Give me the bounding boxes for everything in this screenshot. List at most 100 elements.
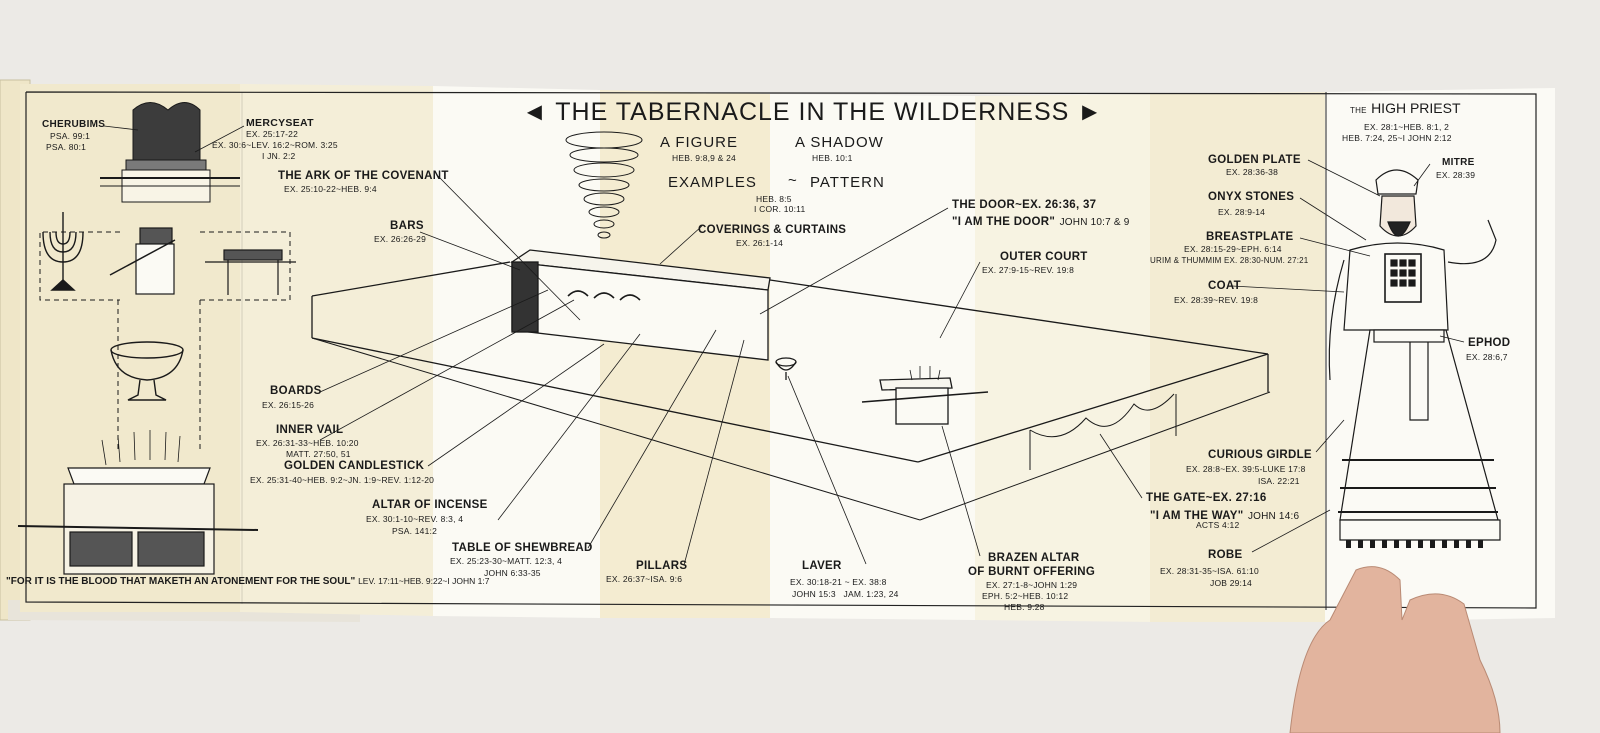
gate-curtains — [1029, 393, 1177, 470]
page-title: ◄ THE TABERNACLE IN THE WILDERNESS ► — [522, 98, 1103, 127]
label-onyx: ONYX STONES — [1208, 191, 1295, 203]
ref-breastplate-1: EX. 28:15-29~EPH. 6:14 — [1184, 244, 1282, 254]
door-quote: "I AM THE DOOR" — [952, 216, 1056, 228]
subtitle-shadow-ref: HEB. 10:1 — [812, 153, 853, 163]
ref-pillars: EX. 26:37~ISA. 9:6 — [606, 574, 683, 584]
ref-shewbread-1: EX. 25:23-30~MATT. 12:3, 4 — [450, 556, 563, 566]
label-robe: ROBE — [1208, 549, 1243, 561]
ref-cherubims-1: PSA. 99:1 — [50, 131, 91, 141]
label-bars: BARS — [390, 220, 424, 232]
gate-ref-1: JOHN 14:6 — [1247, 511, 1300, 522]
ref-golden-plate: EX. 28:36-38 — [1226, 167, 1279, 177]
incense-altar-drawing — [109, 227, 176, 295]
label-girdle: CURIOUS GIRDLE — [1208, 449, 1312, 461]
footer-quote-text: "FOR IT IS THE BLOOD THAT MAKETH AN ATON… — [6, 576, 356, 587]
court-fence — [311, 261, 1271, 521]
ref-brazen-1: EX. 27:1-8~JOHN 1:29 — [986, 580, 1078, 590]
shewbread-table-drawing — [205, 249, 296, 295]
ref-mercyseat-3: I JN. 2:2 — [262, 151, 296, 161]
label-boards: BOARDS — [270, 385, 322, 397]
leader-lines — [319, 175, 1143, 566]
label-coat: COAT — [1208, 280, 1241, 292]
panel-3 — [433, 86, 600, 618]
ark-of-covenant-drawing — [100, 102, 240, 203]
ref-candlestick: EX. 25:31-40~HEB. 9:2~JN. 1:9~REV. 1:12-… — [250, 475, 435, 485]
label-mitre: MITRE — [1442, 157, 1475, 168]
examples-pattern-connector: ~ — [788, 172, 798, 189]
label-laver: LAVER — [802, 560, 842, 572]
ref-laver-2: JOHN 15:3 JAM. 1:23, 24 — [792, 589, 899, 599]
high-priest-ref-1: EX. 28:1~HEB. 8:1, 2 — [1364, 122, 1450, 132]
ref-girdle-1: EX. 28:8~EX. 39:5-LUKE 17:8 — [1186, 464, 1306, 474]
label-shewbread: TABLE OF SHEWBREAD — [452, 542, 593, 554]
candlestick-drawing — [42, 212, 84, 291]
label-pillars: PILLARS — [636, 560, 688, 572]
subtitle-pattern: PATTERN — [810, 174, 885, 191]
high-priest-title-main: HIGH PRIEST — [1371, 100, 1461, 116]
title-arrow-right: ► — [1069, 98, 1103, 126]
tent-structure — [510, 249, 771, 361]
label-outer-court: OUTER COURT — [1000, 251, 1088, 263]
ref-coverings: EX. 26:1-14 — [736, 238, 784, 248]
ref-onyx: EX. 28:9-14 — [1218, 207, 1266, 217]
label-incense: ALTAR OF INCENSE — [372, 499, 488, 511]
panel-5 — [770, 94, 975, 620]
footer-quote: "FOR IT IS THE BLOOD THAT MAKETH AN ATON… — [6, 576, 489, 587]
label-cherubims: CHERUBIMS — [42, 119, 106, 130]
ref-brazen-3: HEB. 9:28 — [1004, 602, 1045, 612]
label-ark: THE ARK OF THE COVENANT — [278, 170, 449, 182]
brazen-altar-drawing — [17, 430, 259, 575]
ref-outer-court: EX. 27:9-15~REV. 19:8 — [982, 265, 1075, 275]
high-priest-title-small: THE — [1350, 106, 1367, 115]
label-inner-vail: INNER VAIL — [276, 424, 344, 436]
ref-mitre: EX. 28:39 — [1436, 170, 1476, 180]
ref-robe-2: JOB 29:14 — [1210, 578, 1252, 588]
gate-ref-2: ACTS 4:12 — [1196, 520, 1240, 530]
panel-2 — [240, 84, 433, 616]
high-priest-ref-2: HEB. 7:24, 25~I JOHN 2:12 — [1342, 133, 1452, 143]
label-gate: THE GATE~EX. 27:16 — [1146, 492, 1267, 504]
title-text: THE TABERNACLE IN THE WILDERNESS — [555, 98, 1070, 126]
label-brazen-altar-2: OF BURNT OFFERING — [968, 566, 1096, 578]
panel-6 — [975, 94, 1150, 622]
subtitle-pattern-ref1: HEB. 8:5 — [756, 194, 792, 204]
ref-ark: EX. 25:10-22~HEB. 9:4 — [284, 184, 377, 194]
label-mercyseat: MERCYSEAT — [246, 117, 314, 129]
panel-7 — [1150, 92, 1325, 622]
door-ref: JOHN 10:7 & 9 — [1059, 217, 1130, 228]
title-arrow-left: ◄ — [522, 98, 556, 126]
subtitle-pattern-ref2: I COR. 10:11 — [754, 204, 806, 214]
subtitle-shadow: A SHADOW — [795, 134, 884, 151]
footer-quote-ref: LEV. 17:11~HEB. 9:22~I JOHN 1:7 — [358, 576, 490, 586]
panel-4 — [600, 90, 770, 618]
ref-bars: EX. 26:26-29 — [374, 234, 427, 244]
ref-inner-vail-1: EX. 26:31-33~HEB. 10:20 — [256, 438, 359, 448]
ref-inner-vail-2: MATT. 27:50, 51 — [286, 449, 351, 459]
pillar-of-cloud — [565, 131, 643, 239]
ref-girdle-2: ISA. 22:21 — [1258, 476, 1300, 486]
label-brazen-altar-1: BRAZEN ALTAR — [988, 552, 1080, 564]
court-altar — [861, 366, 989, 425]
label-door: THE DOOR~EX. 26:36, 37 — [952, 199, 1097, 211]
ref-laver-1: EX. 30:18-21 ~ EX. 38:8 — [790, 577, 887, 587]
ref-ephod: EX. 28:6,7 — [1466, 352, 1508, 362]
ref-incense-2: PSA. 141:2 — [392, 526, 438, 536]
subtitle-figure: A FIGURE — [660, 134, 739, 151]
label-breastplate: BREASTPLATE — [1206, 231, 1294, 243]
ref-mercyseat-1: EX. 25:17-22 — [246, 129, 299, 139]
laver-drawing — [110, 341, 184, 401]
ref-incense-1: EX. 30:1-10~REV. 8:3, 4 — [366, 514, 464, 524]
subtitle-figure-ref: HEB. 9:8,9 & 24 — [672, 153, 736, 163]
left-panel-drawings — [17, 102, 296, 575]
ref-coat: EX. 28:39~REV. 19:8 — [1174, 295, 1259, 305]
ref-cherubims-2: PSA. 80:1 — [46, 142, 87, 152]
gate-quote-line: "I AM THE WAY" JOHN 14:6 — [1150, 506, 1299, 524]
label-candlestick: GOLDEN CANDLESTICK — [284, 460, 425, 472]
label-coverings: COVERINGS & CURTAINS — [698, 224, 847, 236]
door-quote-line: "I AM THE DOOR" JOHN 10:7 & 9 — [952, 212, 1129, 230]
court-laver — [775, 357, 797, 380]
